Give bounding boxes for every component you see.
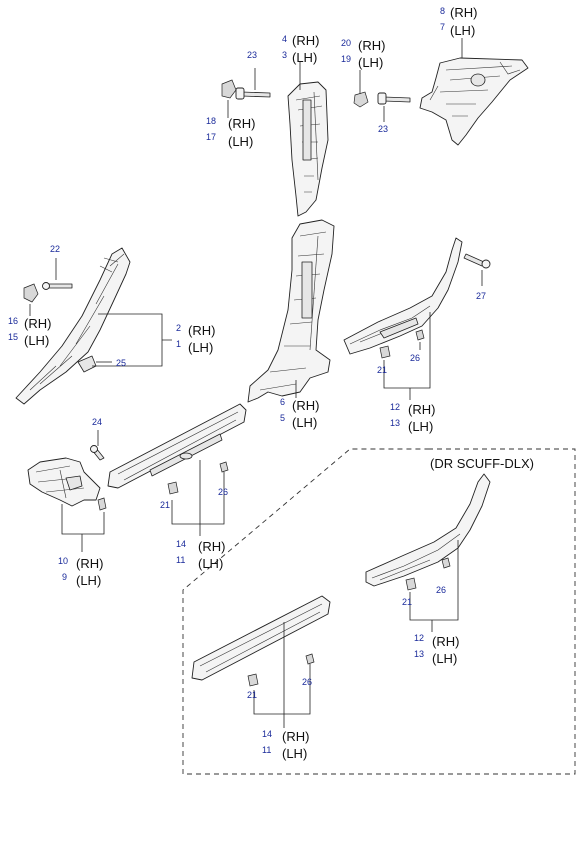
callout-26: 26 bbox=[436, 585, 446, 595]
side-lh: (LH) bbox=[24, 333, 49, 348]
callout-11: 11 bbox=[262, 745, 271, 755]
side-lh: (LH) bbox=[432, 651, 457, 666]
clip-21-upper-right bbox=[379, 345, 391, 359]
side-rh: (RH) bbox=[76, 556, 103, 571]
cowl-side-trim bbox=[27, 457, 101, 507]
center-pillar-upper-trim bbox=[287, 81, 329, 217]
clip-16-15 bbox=[23, 283, 39, 303]
callout-17: 17 bbox=[206, 132, 216, 142]
screw-27 bbox=[463, 253, 491, 269]
side-lh: (LH) bbox=[228, 134, 253, 149]
screw-24 bbox=[90, 445, 105, 461]
dlx-clip-26-front bbox=[305, 653, 315, 665]
side-rh: (RH) bbox=[282, 729, 309, 744]
clip-cowl bbox=[97, 497, 107, 511]
callout-15: 15 bbox=[8, 332, 18, 342]
side-lh: (LH) bbox=[188, 340, 213, 355]
side-rh: (RH) bbox=[408, 402, 435, 417]
callout-25: 25 bbox=[116, 358, 126, 368]
deluxe-box-title: (DR SCUFF-DLX) bbox=[430, 456, 534, 471]
side-rh: (RH) bbox=[292, 33, 319, 48]
callout-11: 11 bbox=[176, 555, 185, 565]
callout-4: 4 bbox=[282, 34, 287, 44]
nut-20-19 bbox=[353, 91, 369, 108]
callout-10: 10 bbox=[58, 556, 68, 566]
side-lh: (LH) bbox=[358, 55, 383, 70]
dlx-front-door-scuff bbox=[191, 595, 331, 681]
callout-26: 26 bbox=[410, 353, 420, 363]
center-pillar-lower-trim bbox=[247, 219, 335, 403]
callout-23: 23 bbox=[378, 124, 388, 134]
side-rh: (RH) bbox=[358, 38, 385, 53]
callout-27: 27 bbox=[476, 291, 486, 301]
bolt-23-right bbox=[377, 92, 411, 105]
callout-6: 6 bbox=[280, 397, 285, 407]
side-lh: (LH) bbox=[282, 746, 307, 761]
callout-14: 14 bbox=[262, 729, 272, 739]
callout-12: 12 bbox=[414, 633, 424, 643]
callout-26: 26 bbox=[218, 487, 228, 497]
side-rh: (RH) bbox=[198, 539, 225, 554]
dlx-clip-21-front bbox=[247, 673, 259, 687]
side-rh: (RH) bbox=[292, 398, 319, 413]
callout-1: 1 bbox=[176, 339, 181, 349]
callout-13: 13 bbox=[390, 418, 400, 428]
deluxe-option-box bbox=[182, 448, 576, 775]
rear-quarter-upper-trim bbox=[419, 57, 529, 146]
side-rh: (RH) bbox=[432, 634, 459, 649]
callout-26: 26 bbox=[302, 677, 312, 687]
callout-21: 21 bbox=[160, 500, 170, 510]
side-rh: (RH) bbox=[24, 316, 51, 331]
rear-door-scuff-upper bbox=[343, 237, 463, 355]
callout-5: 5 bbox=[280, 413, 285, 423]
callout-labels: 8 7 (RH) (LH) 4 3 (RH) (LH) 20 19 (RH) (… bbox=[8, 5, 486, 761]
callout-21: 21 bbox=[377, 365, 387, 375]
callout-2: 2 bbox=[176, 323, 181, 333]
clip-18-17 bbox=[221, 79, 237, 99]
side-lh: (LH) bbox=[198, 556, 223, 571]
front-door-scuff bbox=[107, 403, 247, 489]
callout-13: 13 bbox=[414, 649, 424, 659]
callout-19: 19 bbox=[341, 54, 351, 64]
callout-18: 18 bbox=[206, 116, 216, 126]
callout-21: 21 bbox=[402, 597, 412, 607]
side-lh: (LH) bbox=[450, 23, 475, 38]
callout-3: 3 bbox=[282, 50, 287, 60]
side-lh: (LH) bbox=[292, 415, 317, 430]
callout-23: 23 bbox=[247, 50, 257, 60]
callout-20: 20 bbox=[341, 38, 351, 48]
callout-7: 7 bbox=[440, 22, 445, 32]
screw-22 bbox=[42, 282, 73, 290]
callout-24: 24 bbox=[92, 417, 102, 427]
callout-16: 16 bbox=[8, 316, 18, 326]
side-rh: (RH) bbox=[188, 323, 215, 338]
side-lh: (LH) bbox=[76, 573, 101, 588]
side-rh: (RH) bbox=[228, 116, 255, 131]
dlx-rear-door-scuff bbox=[365, 473, 491, 587]
side-lh: (LH) bbox=[408, 419, 433, 434]
side-rh: (RH) bbox=[450, 5, 477, 20]
dlx-clip-26-rear bbox=[441, 557, 451, 569]
side-lh: (LH) bbox=[292, 50, 317, 65]
callout-8: 8 bbox=[440, 6, 445, 16]
callout-12: 12 bbox=[390, 402, 400, 412]
callout-22: 22 bbox=[50, 244, 60, 254]
callout-14: 14 bbox=[176, 539, 186, 549]
clip-26-upper-right bbox=[415, 329, 425, 341]
clip-26-front bbox=[219, 461, 229, 473]
callout-9: 9 bbox=[62, 572, 67, 582]
bolt-23-upper bbox=[235, 87, 271, 100]
clip-21-front bbox=[167, 481, 179, 495]
leader-lines bbox=[29, 38, 483, 728]
dlx-clip-21-rear bbox=[405, 577, 417, 591]
callout-21: 21 bbox=[247, 690, 257, 700]
